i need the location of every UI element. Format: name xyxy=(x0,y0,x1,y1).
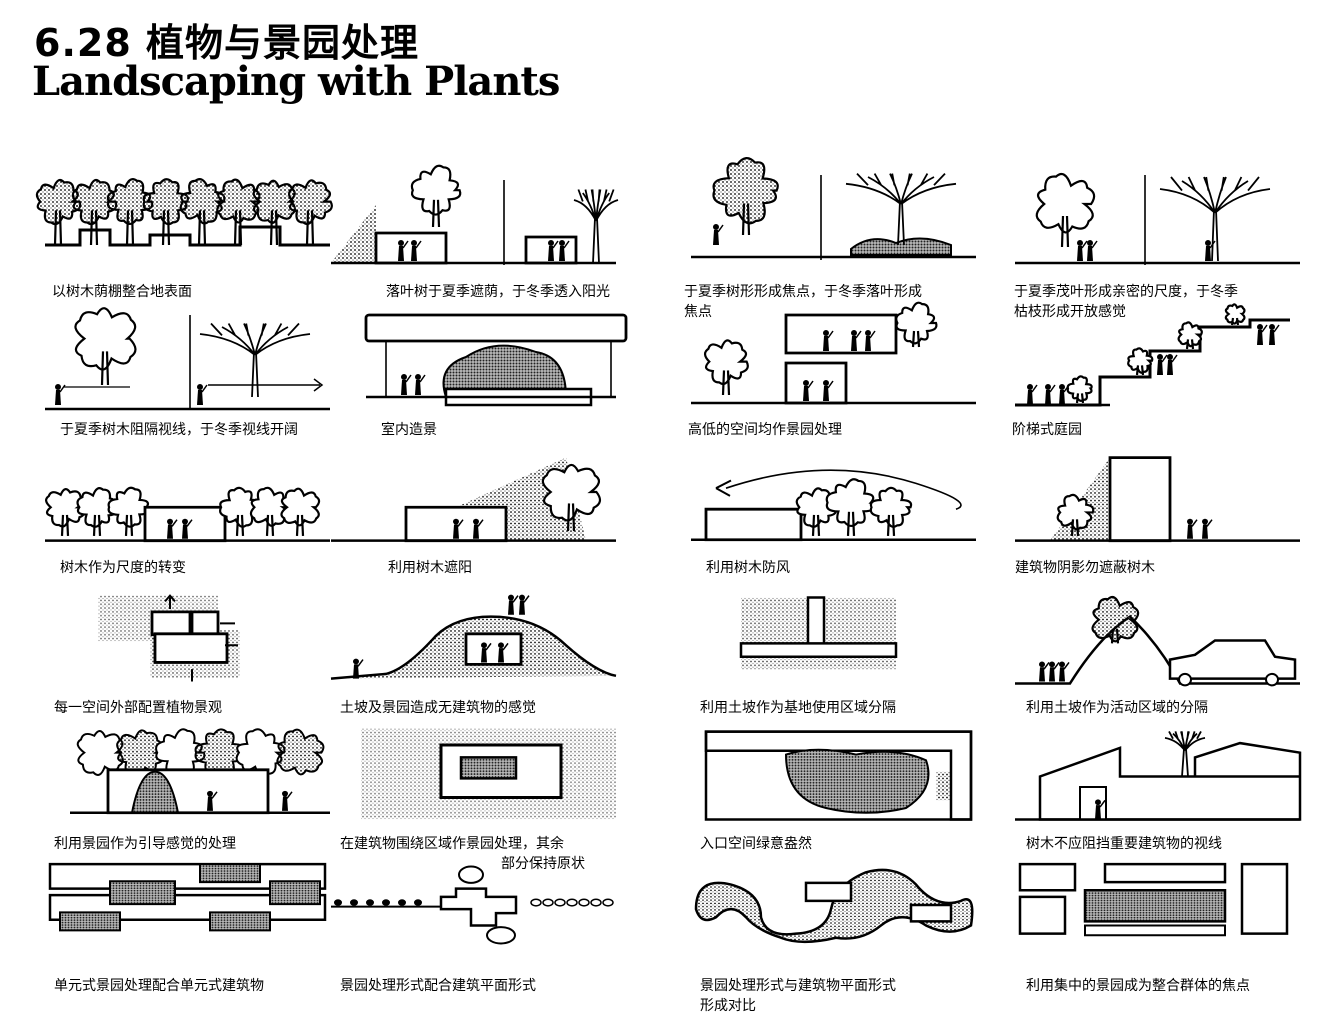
caption-16: 利用土坡作为活动区域的分隔 xyxy=(1026,700,1208,716)
caption-3-line-2: 焦点 xyxy=(684,304,712,320)
partial-landscape-plan-sketch xyxy=(361,728,616,820)
caption-18-line-2: 部分保持原状 xyxy=(501,856,585,872)
exterior-planting-plan-sketch xyxy=(98,588,240,693)
caption-5: 于夏季树木阻隔视线，于冬季视线开阔 xyxy=(60,422,298,438)
caption-21: 单元式景园处理配合单元式建筑物 xyxy=(54,978,264,994)
caption-17: 利用景园作为引导感觉的处理 xyxy=(54,836,236,852)
view-screening-sketch xyxy=(40,305,332,415)
page-title-chinese: 6.28 植物与景园处理 xyxy=(34,21,419,65)
unblocked-view-sketch xyxy=(1010,724,1302,829)
plan-matching-sketch xyxy=(326,860,618,950)
caption-23-line-2: 形成对比 xyxy=(700,998,756,1014)
caption-19: 入口空间绿意盎然 xyxy=(700,836,812,852)
caption-10: 利用树木遮阳 xyxy=(388,560,472,576)
central-focus-plan-sketch xyxy=(1010,860,1302,950)
caption-3: 于夏季树形形成焦点，于冬季落叶形成 xyxy=(684,284,922,300)
caption-8: 阶梯式庭园 xyxy=(1012,422,1082,438)
caption-7: 高低的空间均作景园处理 xyxy=(688,422,842,438)
caption-2: 落叶树于夏季遮荫，于冬季透入阳光 xyxy=(386,284,610,300)
berm-site-divider-sketch xyxy=(686,588,978,670)
canopy-tree-arbor-sketch xyxy=(40,165,332,275)
windbreak-sketch xyxy=(686,450,978,555)
caption-14: 土坡及景园造成无建筑物的感觉 xyxy=(340,700,536,716)
caption-13: 每一空间外部配置植物景观 xyxy=(54,700,222,716)
page-title-english: Landscaping with Plants xyxy=(32,58,560,105)
caption-4-line-2: 枯枝形成开放感觉 xyxy=(1014,304,1126,320)
terraced-garden-sketch xyxy=(1010,305,1302,415)
plan-contrast-sketch xyxy=(686,860,978,950)
earth-mound-sketch xyxy=(326,594,618,693)
landscape-guidance-sketch xyxy=(40,724,332,829)
berm-activity-divider-sketch xyxy=(1010,588,1302,693)
caption-15: 利用土坡作为基地使用区域分隔 xyxy=(700,700,896,716)
building-shadow-sketch xyxy=(1010,450,1302,555)
indoor-landscape-sketch xyxy=(326,305,618,415)
scale-transition-sketch xyxy=(40,450,332,555)
caption-11: 利用树木防风 xyxy=(706,560,790,576)
green-entrance-sketch xyxy=(686,724,978,829)
caption-6: 室内造景 xyxy=(381,422,437,438)
caption-4: 于夏季茂叶形成亲密的尺度，于冬季 xyxy=(1014,284,1238,300)
seasonal-focal-point-sketch xyxy=(686,165,978,275)
caption-23: 景园处理形式与建筑物平面形式 xyxy=(700,978,896,994)
seasonal-scale-sketch xyxy=(1010,165,1302,275)
caption-12: 建筑物阴影勿遮蔽树木 xyxy=(1015,560,1155,576)
caption-22: 景园处理形式配合建筑平面形式 xyxy=(340,978,536,994)
deciduous-shade-sketch xyxy=(331,165,618,275)
unit-landscape-plan-sketch xyxy=(40,860,332,950)
caption-9: 树木作为尺度的转变 xyxy=(60,560,186,576)
tree-sunshade-sketch xyxy=(326,457,618,555)
caption-18: 在建筑物围绕区域作景园处理，其余 xyxy=(340,836,564,852)
caption-1: 以树木荫棚整合地表面 xyxy=(52,284,192,300)
split-level-landscape-sketch xyxy=(686,305,978,415)
caption-20: 树木不应阻挡重要建筑物的视线 xyxy=(1026,836,1222,852)
caption-24: 利用集中的景园成为整合群体的焦点 xyxy=(1026,978,1250,994)
